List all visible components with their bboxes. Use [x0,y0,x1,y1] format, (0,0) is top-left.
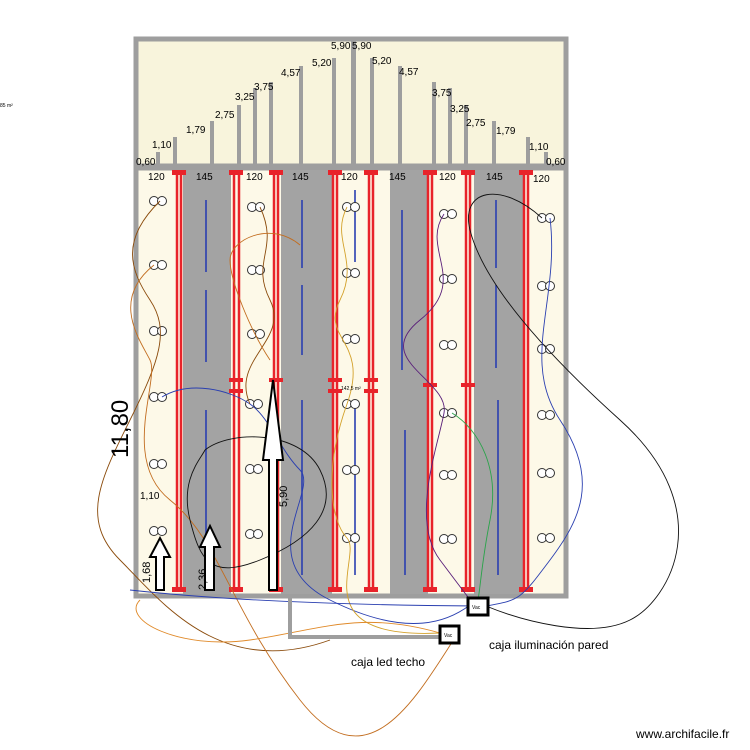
profile-posts [156,38,548,166]
profile-height-label: 0,60 [136,157,156,168]
profile-height-label: 2,75 [215,110,235,121]
ceiling-light-icon [247,265,265,275]
watermark: www.archifacile.fr [635,727,729,741]
ceiling-light-icon [439,340,457,350]
lower-wall [288,597,456,639]
bay-width-label: 145 [389,172,406,183]
ceiling-light-icon [537,281,555,291]
profile-height-label: 1,79 [186,125,206,136]
ceiling-light-icon [537,410,555,420]
bay-width-label: 145 [486,172,503,183]
box-ceiling: Vac [438,624,461,645]
ceiling-light-icon [537,468,555,478]
box-icon-text: Vac [472,605,481,611]
ceiling-light-icon [439,534,457,544]
ceiling-light-icon [439,274,457,284]
profile-height-label: 4,57 [281,68,301,79]
profile-height-label: 2,75 [466,118,486,129]
ceiling-light-icon [245,529,263,539]
arrow-label: 1,68 [141,562,153,583]
profile-height-label: 3,75 [254,82,274,93]
box-wall-label: caja iluminación pared [489,638,608,652]
profile-height-label: 3,25 [450,104,470,115]
profile-height-label: 3,75 [432,88,452,99]
arrow-up-icon [148,535,172,591]
bay-width-label: 120 [533,174,550,185]
area-label: 142,5 m² [341,386,361,392]
arrow-up-icon [198,523,222,591]
box-icon-text: Vac [444,633,453,639]
area-label: 85 m² [0,103,13,109]
profile-height-label: 1,10 [529,142,549,153]
arrow-label: 2,36 [197,569,209,590]
ceiling-light-icon [439,470,457,480]
profile-height-label: 5,90 [352,41,372,52]
ceiling-light-icon [537,533,555,543]
ceiling-light-icon [149,526,167,536]
bay-width-label: 120 [246,172,263,183]
bay-width-label: 120 [341,172,358,183]
profile-height-labels: 0,60 1,10 1,79 2,75 3,25 3,75 4,57 5,20 … [136,41,566,168]
arrow-up-icon [261,379,285,591]
ceiling-light-icon [342,465,360,475]
light-fixtures [149,196,555,544]
arrow-label: 5,90 [278,486,290,507]
ceiling-light-icon [342,399,360,409]
bay-width-labels: 120 145 120 145 120 145 120 145 120 [148,172,550,185]
bay-width-label: 145 [292,172,309,183]
dimension-label: 1,10 [140,491,160,502]
box-wall: Vac [466,596,490,617]
ceiling-light-icon [149,459,167,469]
bay-width-label: 120 [148,172,165,183]
profile-height-label: 5,20 [372,56,392,67]
ceiling-light-icon [149,196,167,206]
profile-height-label: 1,10 [152,140,172,151]
ceiling-light-icon [439,209,457,219]
total-length-label: 11,80 [107,400,134,458]
profile-height-label: 0,60 [546,157,566,168]
led-strips [205,190,499,575]
ceiling-light-icon [149,392,167,402]
profile-height-label: 5,20 [312,58,332,69]
profile-height-label: 4,57 [399,67,419,78]
profile-height-label: 1,79 [496,126,516,137]
box-ceiling-label: caja led techo [351,655,425,669]
bay-width-label: 120 [439,172,456,183]
gray-aisles [183,170,523,594]
profile-height-label: 3,25 [235,92,255,103]
up-arrows [148,379,285,591]
ceiling-light-icon [245,464,263,474]
profile-height-label: 5,90 [331,41,351,52]
bay-width-label: 145 [196,172,213,183]
